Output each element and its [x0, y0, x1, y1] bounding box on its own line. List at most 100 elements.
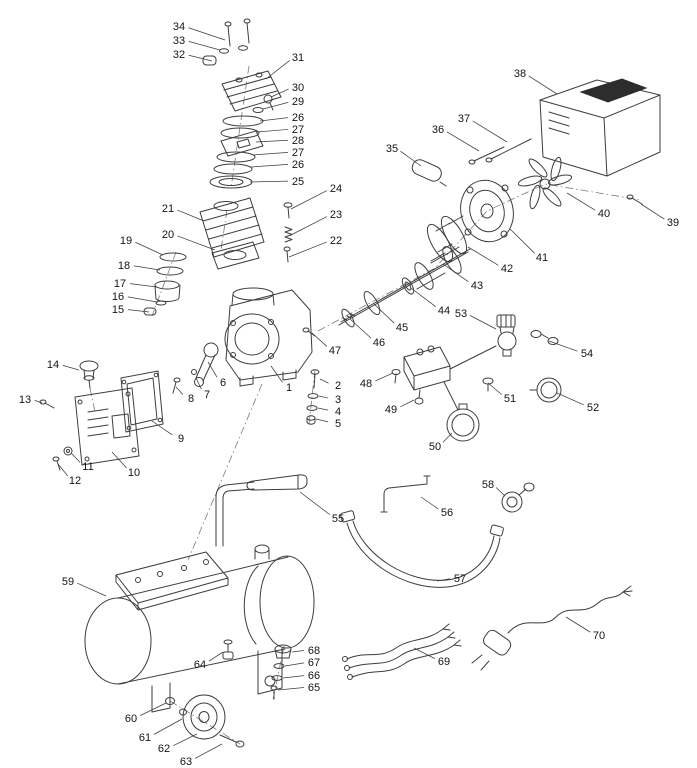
part-number-47: 47 [329, 345, 341, 357]
part-number-58: 58 [482, 479, 494, 491]
part-number-27: 27 [292, 124, 304, 136]
callout-11: 11 [70, 452, 94, 473]
mounting-plate [120, 370, 164, 433]
callout-17: 17 [114, 278, 158, 290]
cylinder-head [221, 70, 282, 113]
callout-32: 32 [173, 49, 213, 62]
leader-line-54 [548, 340, 578, 352]
leader-line-10 [111, 451, 127, 469]
leader-line-33 [188, 41, 221, 51]
part-number-61: 61 [139, 732, 151, 744]
callout-21: 21 [162, 203, 205, 222]
callout-12: 12 [57, 463, 81, 487]
part-number-63: 63 [180, 756, 192, 768]
leader-line-18 [133, 265, 161, 271]
leader-line-6 [207, 361, 218, 378]
part-number-39: 39 [667, 217, 679, 229]
callout-50: 50 [429, 432, 453, 453]
manifold-pipes [443, 345, 497, 411]
leader-line-67 [284, 662, 305, 667]
leader-line-42 [467, 246, 499, 266]
part-number-34: 34 [173, 21, 185, 33]
part-number-26: 26 [292, 112, 304, 124]
callout-40: 40 [566, 192, 610, 220]
part-number-35: 35 [386, 143, 398, 155]
part-number-44: 44 [438, 305, 450, 317]
callout-16: 16 [112, 291, 158, 303]
callout-6: 6 [207, 361, 226, 389]
callout-54: 54 [548, 340, 593, 360]
valve-plate-stack [209, 115, 264, 189]
motor-through-bolts [468, 138, 532, 165]
callout-7: 7 [195, 377, 210, 401]
mounting-platform [115, 551, 229, 611]
part-number-60: 60 [125, 713, 137, 725]
part-number-46: 46 [373, 337, 385, 349]
callout-27: 27 [256, 124, 304, 136]
leader-line-30 [270, 88, 289, 98]
leader-line-31 [265, 60, 290, 80]
callout-69: 69 [413, 647, 450, 668]
piston-assembly [143, 252, 187, 316]
part-number-6: 6 [220, 377, 226, 389]
air-filter [79, 360, 99, 389]
leader-line-44 [410, 287, 436, 307]
callout-65: 65 [277, 682, 320, 694]
leader-line-23 [290, 216, 328, 236]
leader-line-16 [127, 296, 158, 303]
callout-30: 30 [270, 82, 304, 98]
callout-33: 33 [173, 35, 221, 51]
power-cord [471, 585, 633, 671]
callout-41: 41 [509, 228, 548, 264]
leader-line-48 [375, 372, 394, 382]
callout-39: 39 [640, 203, 679, 229]
leader-line-32 [188, 54, 213, 62]
callout-1: 1 [270, 365, 292, 394]
callout-10: 10 [111, 451, 140, 479]
leader-line-64 [208, 651, 224, 662]
leader-line-2 [319, 378, 329, 384]
part-number-9: 9 [178, 433, 184, 445]
part-number-65: 65 [308, 682, 320, 694]
leader-line-39 [640, 203, 665, 220]
leader-line-61 [153, 718, 183, 735]
callout-36: 36 [432, 124, 480, 152]
part-number-45: 45 [396, 322, 408, 334]
crankcase [224, 287, 313, 387]
leader-line-47 [311, 332, 328, 347]
callout-4: 4 [317, 406, 341, 418]
part-number-14: 14 [47, 359, 59, 371]
leader-line-69 [413, 647, 435, 659]
leader-line-51 [487, 382, 502, 395]
regulator [496, 314, 559, 357]
callout-38: 38 [514, 68, 558, 95]
leader-line-21 [177, 209, 205, 222]
motor-shroud [539, 78, 661, 177]
callout-63: 63 [180, 743, 223, 768]
part-number-12: 12 [69, 475, 81, 487]
leader-line-53 [469, 315, 497, 330]
callout-55: 55 [299, 491, 344, 525]
centerlines [89, 65, 642, 745]
leader-line-24 [290, 190, 328, 210]
callout-59: 59 [62, 576, 107, 597]
part-number-1: 1 [286, 382, 292, 394]
part-number-54: 54 [581, 348, 593, 360]
callout-25: 25 [249, 176, 304, 188]
leader-line-20 [177, 235, 216, 251]
stator [426, 215, 468, 263]
callout-26: 26 [250, 159, 304, 171]
leader-line-36 [446, 131, 480, 152]
connecting-rod [172, 342, 219, 394]
callout-31: 31 [265, 52, 304, 80]
leader-line-40 [566, 192, 596, 211]
callout-45: 45 [373, 303, 408, 334]
head-hardware [202, 18, 251, 66]
callout-28: 28 [255, 135, 304, 147]
part-number-18: 18 [118, 260, 130, 272]
drain-hardware [270, 644, 292, 700]
part-number-26: 26 [292, 159, 304, 171]
